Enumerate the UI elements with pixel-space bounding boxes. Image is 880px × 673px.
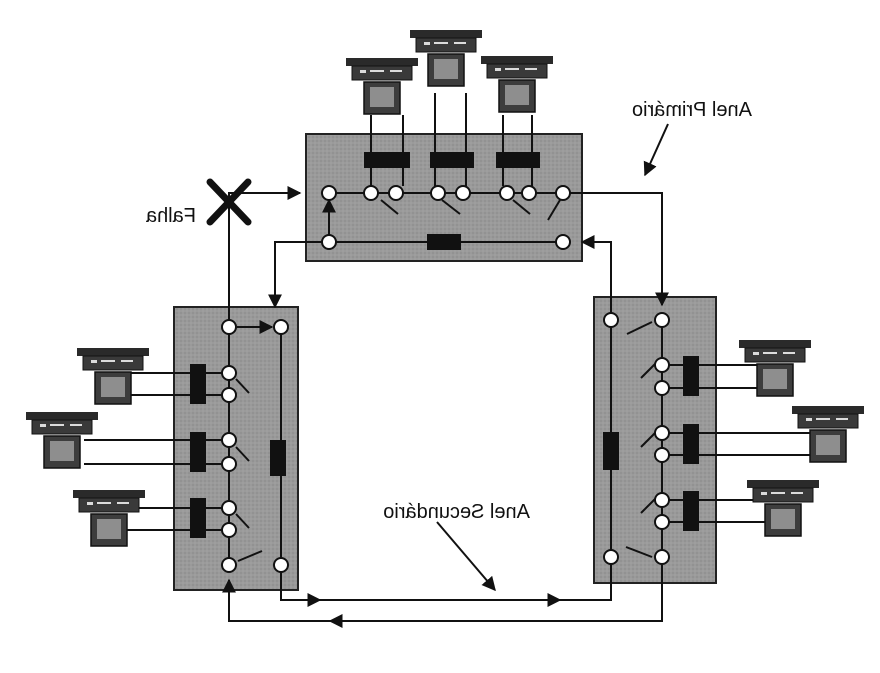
station-top-3 (480, 55, 554, 113)
left-box-ports (221, 319, 289, 573)
station-left-3 (72, 489, 146, 547)
left-box-adapters (190, 364, 286, 538)
top-box-adapters (364, 152, 540, 250)
station-top-1 (345, 57, 419, 115)
top-box-ports (321, 185, 571, 250)
label-pointers (436, 123, 669, 592)
fault-label: Falha (145, 205, 196, 227)
x-mark-icon (206, 178, 252, 226)
right-box-adapters (603, 356, 699, 531)
station-top-2 (409, 29, 483, 87)
secondary-ring-label: Anel Secundário (383, 501, 530, 523)
primary-ring-label: Anel Primário (632, 99, 752, 121)
ring-connections (222, 186, 669, 628)
right-box-ports (603, 312, 670, 565)
station-right-3 (746, 479, 820, 537)
